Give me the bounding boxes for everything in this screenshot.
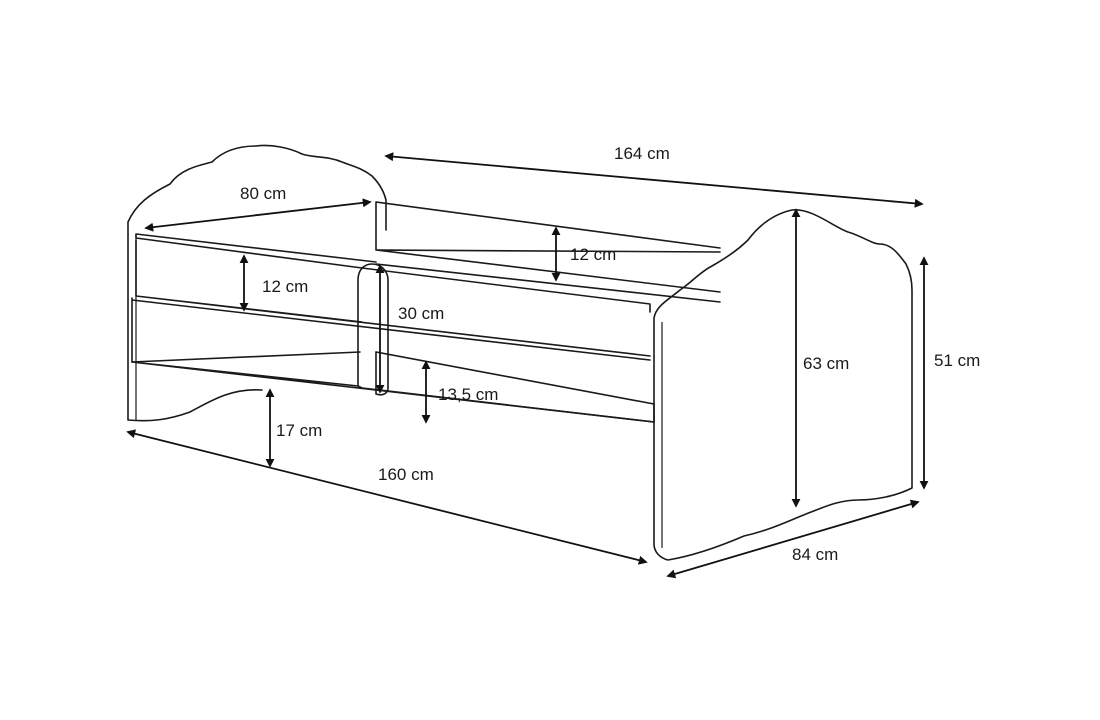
back-rail <box>135 233 377 269</box>
bed-outline <box>127 144 913 561</box>
label-overall-length: 164 cm <box>614 144 670 163</box>
dim-line-mattress-length <box>126 429 648 565</box>
front-panel <box>131 297 655 423</box>
label-guard: 30 cm <box>398 304 444 323</box>
label-overall-width: 84 cm <box>792 545 838 564</box>
left-headboard <box>127 144 387 422</box>
right-headboard <box>653 209 913 561</box>
front-lower-edge <box>131 351 655 423</box>
label-mattress-width: 80 cm <box>240 184 286 203</box>
dim-line-overall-length <box>384 152 924 208</box>
front-rail <box>135 239 721 357</box>
label-footboard-height: 51 cm <box>934 351 980 370</box>
label-rail-front: 12 cm <box>262 277 308 296</box>
label-headboard-height: 63 cm <box>803 354 849 373</box>
back-board <box>375 201 721 293</box>
dim-line-mattress-width <box>144 198 372 232</box>
label-drawer-front: 13,5 cm <box>438 385 498 404</box>
safety-guard <box>357 263 389 396</box>
label-rail-back: 12 cm <box>570 245 616 264</box>
label-floor-clearance: 17 cm <box>276 421 322 440</box>
label-mattress-length: 160 cm <box>378 465 434 484</box>
dim-line-overall-width <box>666 499 920 579</box>
dimension-lines <box>126 152 929 579</box>
dimension-labels: 164 cm 80 cm 12 cm 12 cm 30 cm 13,5 cm 1… <box>240 144 980 564</box>
